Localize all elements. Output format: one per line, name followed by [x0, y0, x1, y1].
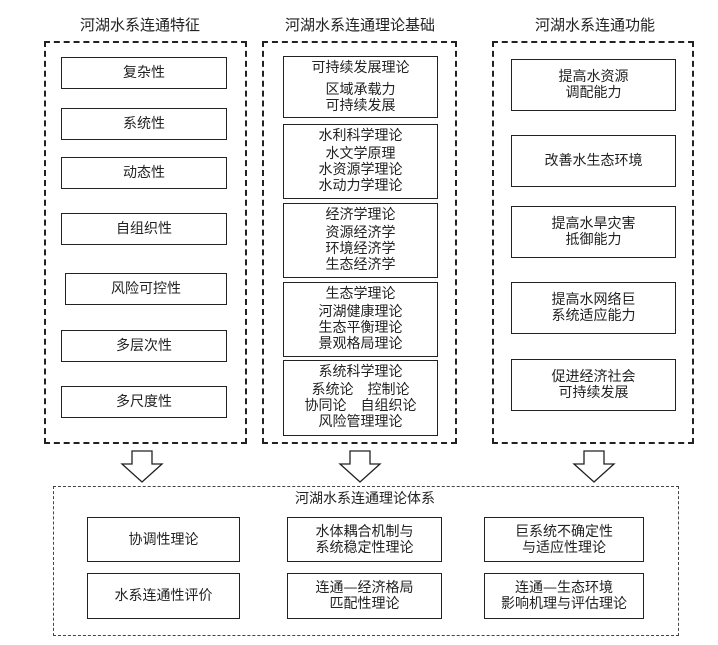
feature-item: 风险可控性 — [65, 273, 227, 305]
system-panel — [53, 486, 679, 636]
functions-title: 河湖水系连通功能 — [534, 16, 655, 34]
feature-item: 多尺度性 — [61, 386, 227, 418]
theory-group-economics: 经济学理论 资源经济学 环境经济学 生态经济学 — [283, 203, 438, 278]
features-panel — [44, 41, 247, 444]
down-arrow-icon — [120, 450, 164, 483]
feature-item: 多层次性 — [61, 330, 227, 362]
function-item: 提高水旱灾害抵御能力 — [511, 206, 676, 258]
function-item: 改善水生态环境 — [511, 135, 676, 187]
feature-item: 自组织性 — [61, 213, 227, 245]
theory-group-systems: 系统科学理论 系统论 控制论 协同论 自组织论 风险管理理论 — [283, 360, 438, 436]
function-item: 提高水资源调配能力 — [511, 59, 676, 111]
feature-item: 动态性 — [61, 157, 227, 189]
function-item: 促进经济社会可持续发展 — [511, 359, 676, 411]
feature-item: 系统性 — [61, 108, 227, 140]
system-item: 水系连通性评价 — [87, 573, 240, 619]
system-item: 巨系统不确定性与适应性理论 — [484, 517, 644, 562]
theory-group-sustainable: 可持续发展理论 区域承载力 可持续发展 — [283, 56, 438, 118]
functions-panel — [492, 41, 694, 444]
function-item: 提高水网络巨系统适应能力 — [511, 282, 676, 334]
system-item: 水体耦合机制与系统稳定性理论 — [287, 517, 442, 562]
system-title: 河湖水系连通理论体系 — [295, 491, 435, 507]
theory-panel — [262, 41, 457, 444]
down-arrow-icon — [338, 450, 382, 483]
feature-item: 复杂性 — [61, 57, 227, 89]
features-title: 河湖水系连通特征 — [79, 16, 200, 34]
down-arrow-icon — [572, 450, 616, 483]
theory-group-hydraulic: 水利科学理论 水文学原理 水资源学理论 水动力学理论 — [283, 124, 438, 199]
theory-group-ecology: 生态学理论 河湖健康理论 生态平衡理论 景观格局理论 — [283, 282, 438, 357]
system-item: 协调性理论 — [87, 517, 240, 562]
system-item: 连通—生态环境影响机理与评估理论 — [484, 573, 644, 619]
system-item: 连通—经济格局匹配性理论 — [287, 573, 442, 619]
theory-title: 河湖水系连通理论基础 — [284, 16, 435, 34]
